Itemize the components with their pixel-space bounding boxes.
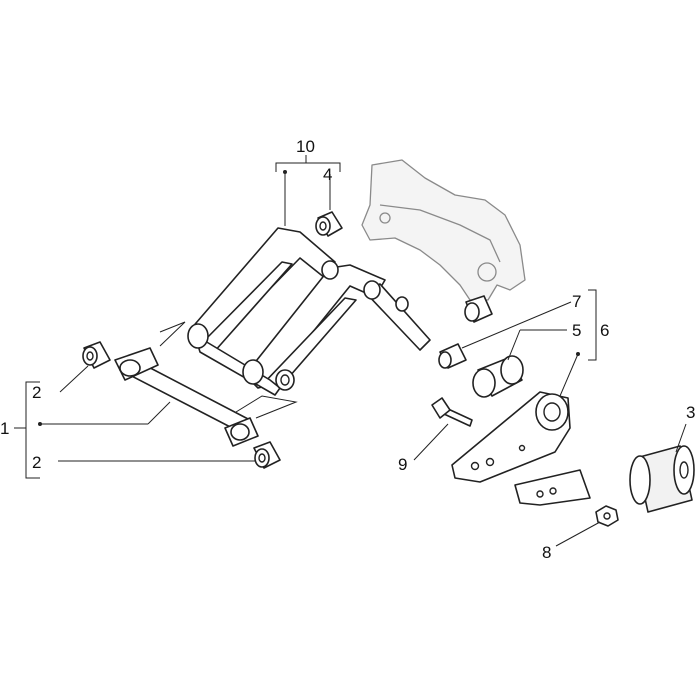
callout-labels: 10 4 7 5 6 2 1 2 3 9 8 [0, 137, 695, 562]
callout-7: 7 [572, 292, 581, 311]
callout-9: 9 [398, 455, 407, 474]
engine-bracket-ghost [361, 159, 526, 301]
bushing-5 [472, 355, 524, 398]
leader-lines [14, 155, 687, 547]
callout-10: 10 [296, 137, 315, 156]
pivot-pin-upper [363, 280, 431, 351]
bushing-2-upper [82, 341, 111, 369]
nut-8 [595, 505, 619, 527]
callout-2-lower: 2 [32, 453, 41, 472]
callout-5: 5 [572, 321, 581, 340]
callout-3: 3 [686, 403, 695, 422]
callout-1: 1 [0, 419, 9, 438]
bolt-9 [431, 397, 473, 427]
bushing-rear [464, 295, 493, 323]
swing-link-assembly [187, 227, 386, 396]
bushing-2-lower [253, 441, 281, 469]
callout-6: 6 [600, 321, 609, 340]
silent-block-3 [629, 445, 695, 513]
small-plate [514, 469, 591, 506]
mount-bracket-6 [451, 391, 571, 483]
spacer-7 [438, 343, 467, 369]
callout-2-upper: 2 [32, 383, 41, 402]
callout-8: 8 [542, 543, 551, 562]
lower-pin-assembly [114, 347, 259, 447]
callout-4: 4 [323, 165, 332, 184]
bushing-4 [315, 211, 343, 237]
